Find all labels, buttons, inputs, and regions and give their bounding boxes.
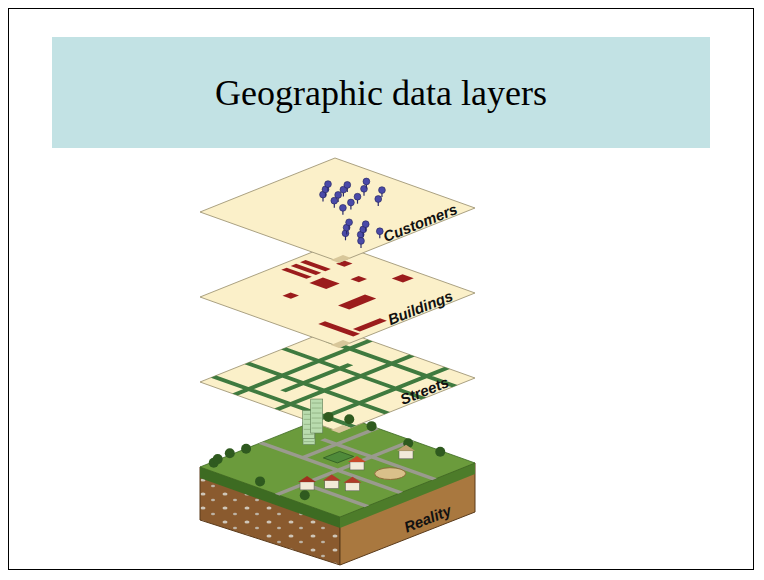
title-banner: Geographic data layers <box>52 37 710 148</box>
slide-title: Geographic data layers <box>215 72 547 114</box>
